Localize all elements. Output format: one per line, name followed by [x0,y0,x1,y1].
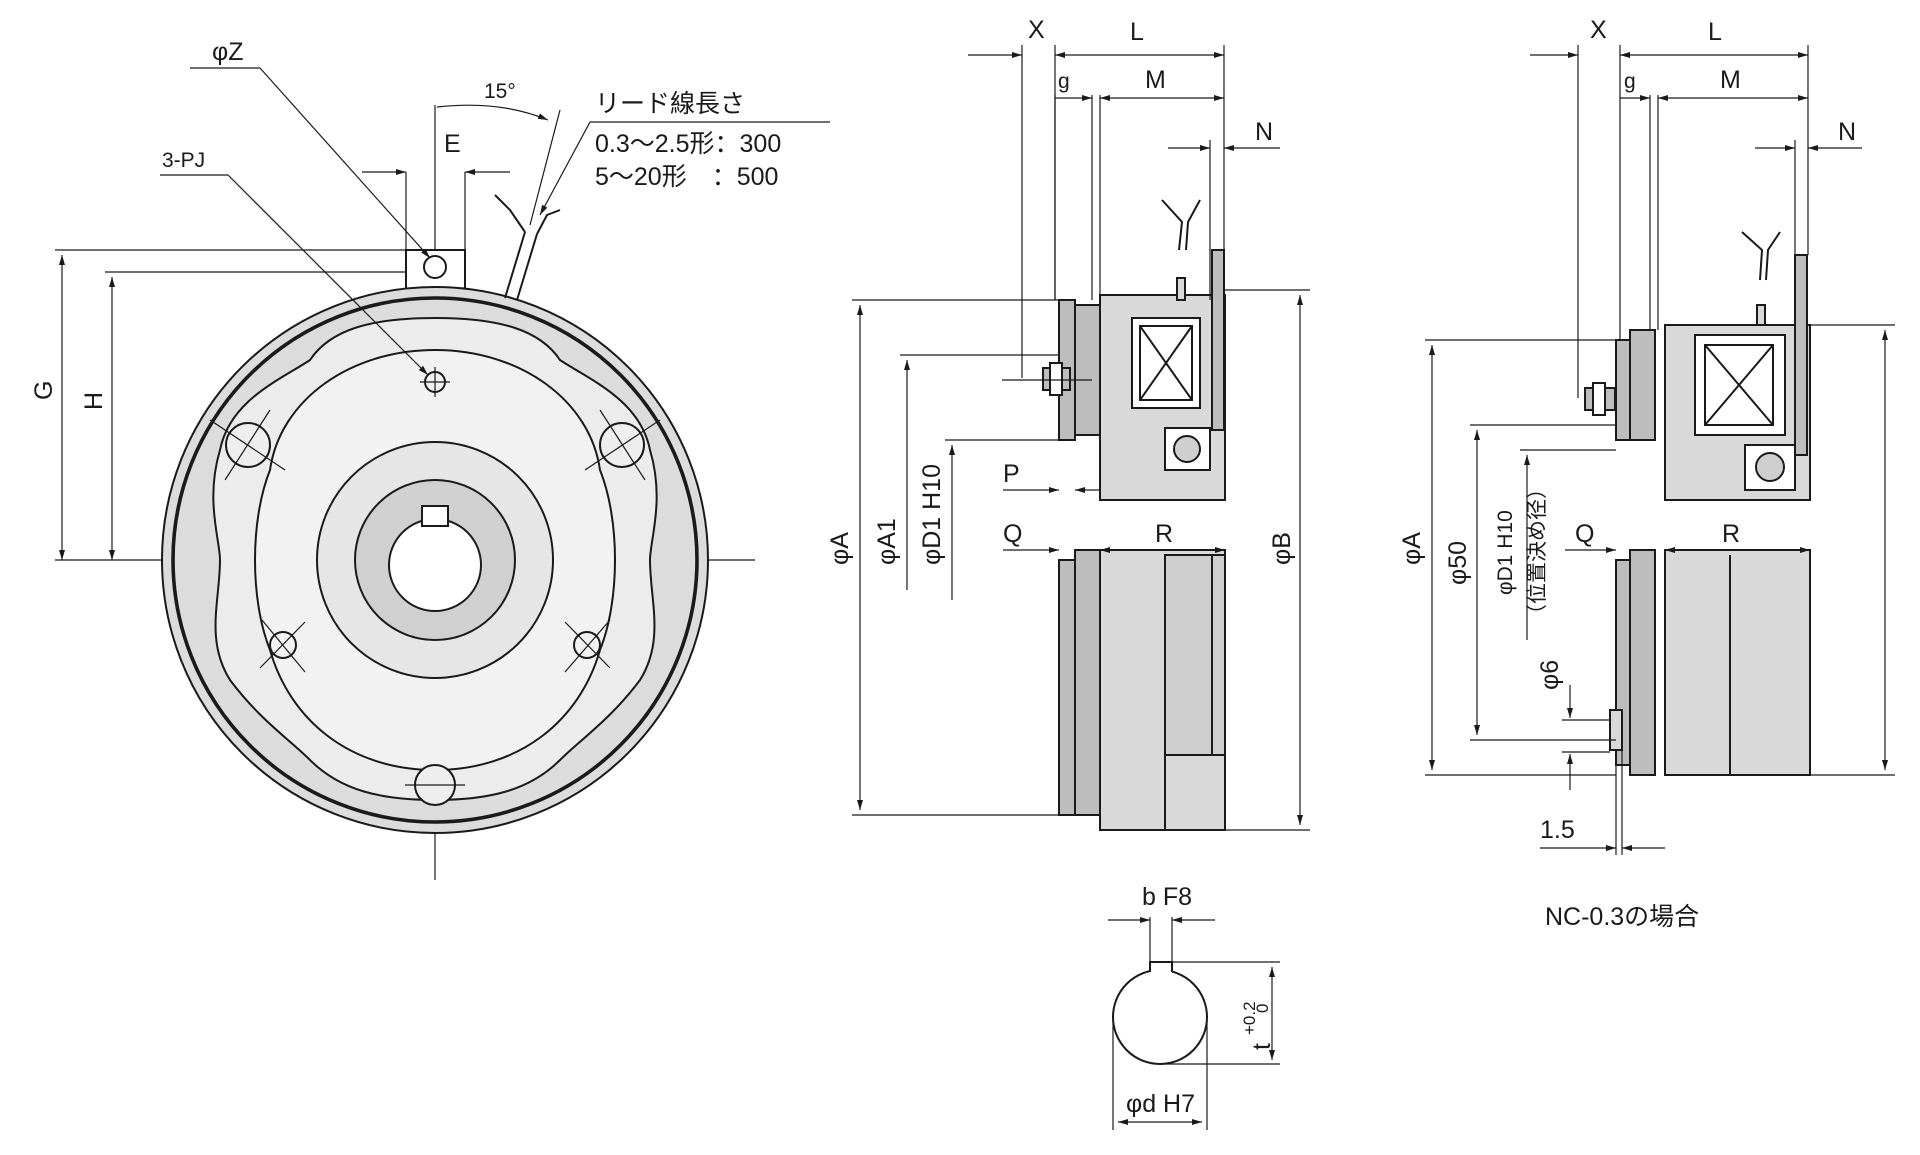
nc-lead-wire [1741,231,1764,281]
nc-phi-a-label: φA [1398,532,1426,565]
tab-hole [423,255,447,279]
side-view: X L g M N P Q R φA φA1 φD1 H10 φB [826,16,1310,831]
nc-armature-lower [1629,549,1656,776]
terminal-plate [1211,249,1225,431]
nc-q-label: Q [1575,520,1594,548]
t-label: t [1248,1043,1276,1050]
nc-caption: NC-0.3の場合 [1545,903,1699,931]
phi-a1-label: φA1 [873,518,901,565]
nc-phi-50-label: φ50 [1444,541,1472,585]
nc-x-label: X [1590,16,1607,44]
nc-phi-6-label: φ6 [1536,660,1564,690]
keyway [421,505,449,527]
mount-holes [209,367,661,806]
p-label: P [1003,460,1020,488]
m-label: M [1145,66,1166,94]
nc-n-label: N [1838,118,1856,146]
lead-line-1: 0.3～2.5形：300 [595,130,781,158]
nc-1-5-label: 1.5 [1540,816,1575,844]
shaft-section [1112,969,1208,1065]
b-label: b F8 [1142,883,1192,911]
d-label: φd H7 [1126,1090,1195,1118]
nc-field-body-lower [1664,549,1811,776]
r-label: R [1155,520,1173,548]
nc-locating-pin [1609,709,1623,751]
outer-rim [171,296,699,824]
phi-a-label: φA [826,532,854,565]
g-label: G [30,381,58,400]
angle-label: 15° [484,80,516,103]
nc-l-label: L [1708,18,1722,46]
nc-g-label: g [1624,70,1636,93]
nc-flange-upper [1615,339,1631,441]
phi-z-label: φZ [212,38,243,66]
t-sub-label: 0 [1253,1004,1272,1013]
pj-label: 3-PJ [162,149,205,172]
key-slot [1149,961,1173,972]
n-label: N [1255,118,1273,146]
phi-b-label: φB [1268,532,1296,565]
q-label: Q [1003,520,1022,548]
nc-r-label: R [1722,520,1740,548]
e-label: E [444,130,461,158]
nc-note-label: （位置決め径） [1526,478,1549,625]
nc-terminal-plate [1794,254,1808,456]
h-label: H [80,392,108,410]
t-sup-label: +0.2 [1240,1001,1259,1035]
nc-armature-upper [1629,329,1656,441]
lead-line-2: 5～20形 ：500 [595,163,778,191]
lead-wire [504,231,526,299]
armature-upper [1074,304,1101,436]
g-label-side: g [1058,70,1070,93]
lead-title: リード線長さ [595,90,745,118]
angle-arc [436,104,549,121]
x-label: X [1028,16,1045,44]
front-view: φZ 3-PJ 15° E G H リード線長さ 0.3～2.5形：300 5～… [30,38,830,880]
side-lead-wire [1161,199,1184,251]
nc-m-label: M [1720,66,1741,94]
phi-d1-label: φD1 H10 [918,464,946,565]
flange-lower [1058,559,1076,816]
armature-lower [1074,549,1101,816]
shaft-bore [388,518,482,612]
nc-phi-d1-label: φD1 H10 [1494,510,1517,595]
nc-view: X L g M N Q R φA φ50 φD1 H10 （位置決め径） φ6 … [1398,16,1895,931]
l-label: L [1130,18,1144,46]
key-view: b F8 t +0.2 0 φd H7 [1108,883,1280,1130]
